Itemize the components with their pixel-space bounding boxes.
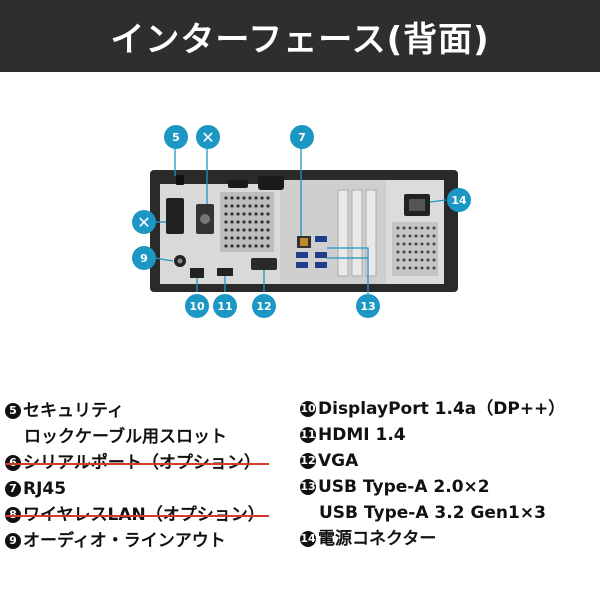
item-text: DisplayPort 1.4a（DP++） [318,399,566,419]
callout-12-label: 12 [256,299,272,313]
callout-11: 11 [213,294,237,318]
list-item: 5 セキュリティ [5,398,265,424]
list-item: 10 DisplayPort 1.4a（DP++） [300,396,565,422]
port-list-left: 5 セキュリティ ロックケーブル用スロット 6 シリアルポート（オプション） 7… [5,398,269,554]
list-item: 11 HDMI 1.4 [300,422,565,448]
item-text: ロックケーブル用スロット [24,427,227,447]
page-title-text: インターフェース(背面) [110,19,490,60]
item-number: 6 [5,455,21,471]
callout-9: 9 [132,246,156,270]
expansion-slots [337,189,377,277]
port-list-right: 10 DisplayPort 1.4a（DP++） 11 HDMI 1.4 12… [300,396,565,552]
callout-8-unavailable-icon: ✕ [132,210,156,234]
list-item-struck: 8 ワイヤレスLAN（オプション） [5,502,269,528]
list-item: ロックケーブル用スロット [5,424,265,450]
item-number: 9 [5,533,21,549]
callout-7: 7 [290,125,314,149]
item-number: 10 [300,401,316,417]
displayport [190,268,204,278]
item-text: USB Type-A 2.0×2 [318,477,490,497]
callout-14-label: 14 [451,193,467,207]
psu-vent [392,222,438,276]
item-text: VGA [318,451,359,471]
vga-port [251,258,277,270]
item-number: 14 [300,531,316,547]
list-item: USB Type-A 3.2 Gen1×3 [300,500,565,526]
item-number: 13 [300,479,316,495]
x-mark-glyph: ✕ [137,212,151,232]
usb-ports [296,236,327,268]
callout-9-label: 9 [140,251,148,265]
page-title: インターフェース(背面) [0,0,600,72]
list-item: 12 VGA [300,448,565,474]
callout-5: 5 [164,125,188,149]
item-number: 7 [5,481,21,497]
list-item: 14 電源コネクター [300,526,565,552]
lock-slot [176,175,184,185]
vent-grid [220,192,274,252]
callout-7-label: 7 [298,130,306,144]
callout-12: 12 [252,294,276,318]
callout-6-unavailable-icon: ✕ [196,125,220,149]
wireless-module [166,198,184,234]
item-number: 8 [5,507,21,523]
leader-lines [154,146,447,294]
item-text: 電源コネクター [318,529,437,549]
list-item: 13 USB Type-A 2.0×2 [300,474,565,500]
callout-10-label: 10 [189,299,205,313]
rear-panel-diagram: 5 ✕ 7 ✕ 9 10 11 12 13 14 [0,72,600,362]
callout-5-label: 5 [172,130,180,144]
top-handle [258,176,284,190]
item-number: 11 [300,427,316,443]
item-number: 5 [5,403,21,419]
item-text: ワイヤレスLAN（オプション） [23,505,265,525]
callout-13: 13 [356,294,380,318]
callout-10: 10 [185,294,209,318]
hdmi-port [217,268,233,276]
list-item: 7 RJ45 [5,476,265,502]
callout-11-label: 11 [217,299,233,313]
item-text: RJ45 [23,479,67,499]
item-number: 12 [300,453,316,469]
callout-13-label: 13 [360,299,376,313]
list-item-struck: 6 シリアルポート（オプション） [5,450,269,476]
pc-rear-illustration [150,146,458,294]
item-text: セキュリティ [23,401,124,421]
item-text: USB Type-A 3.2 Gen1×3 [319,503,546,523]
item-text: HDMI 1.4 [318,425,406,445]
list-item: 9 オーディオ・ラインアウト [5,528,265,554]
x-mark-glyph: ✕ [201,127,215,147]
vent-holes [224,196,270,248]
callout-14: 14 [447,188,471,212]
item-text: シリアルポート（オプション） [23,453,261,473]
item-text: オーディオ・ラインアウト [23,531,226,551]
